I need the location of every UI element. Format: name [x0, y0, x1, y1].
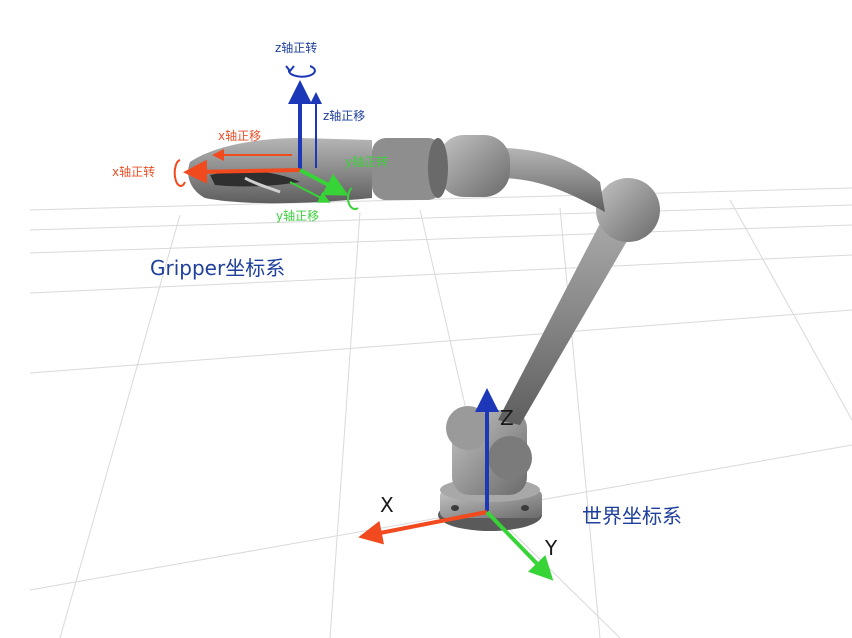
- wrist-joint-1: [438, 135, 510, 197]
- y-rotate-icon: [346, 187, 359, 211]
- z-rotate-label: z轴正转: [275, 40, 317, 55]
- world-x-label: X: [380, 493, 394, 517]
- world-z-label: Z: [500, 406, 514, 430]
- shoulder-joint: [446, 406, 532, 495]
- world-y-axis: [485, 510, 554, 581]
- z-rotate-icon: [287, 65, 316, 78]
- elbow-joint: [596, 178, 660, 242]
- world-frame: [358, 388, 554, 581]
- world-frame-title: 世界坐标系: [582, 504, 682, 528]
- z-translate-label: z轴正移: [323, 108, 365, 123]
- forearm-link: [505, 148, 605, 212]
- x-translate-label: x轴正移: [218, 128, 261, 143]
- gripper-y-translate-arrow: [289, 181, 331, 203]
- y-rotate-label: y轴正转: [345, 154, 388, 169]
- y-translate-label: y轴正移: [276, 208, 319, 223]
- gripper-frame-title: Gripper坐标系: [150, 256, 285, 280]
- gripper-x-axis: [183, 159, 301, 184]
- gripper-y-axis: [299, 168, 349, 196]
- world-y-label: Y: [544, 536, 558, 560]
- gripper-frame: [173, 65, 359, 211]
- gripper-fingers: [210, 170, 300, 187]
- world-x-axis: [358, 510, 488, 545]
- robot-arm: [188, 135, 660, 531]
- upper-arm-link: [498, 185, 648, 425]
- x-rotate-label: x轴正转: [112, 164, 155, 179]
- wrist-joint-2: [372, 138, 442, 200]
- x-rotate-icon: [173, 159, 186, 187]
